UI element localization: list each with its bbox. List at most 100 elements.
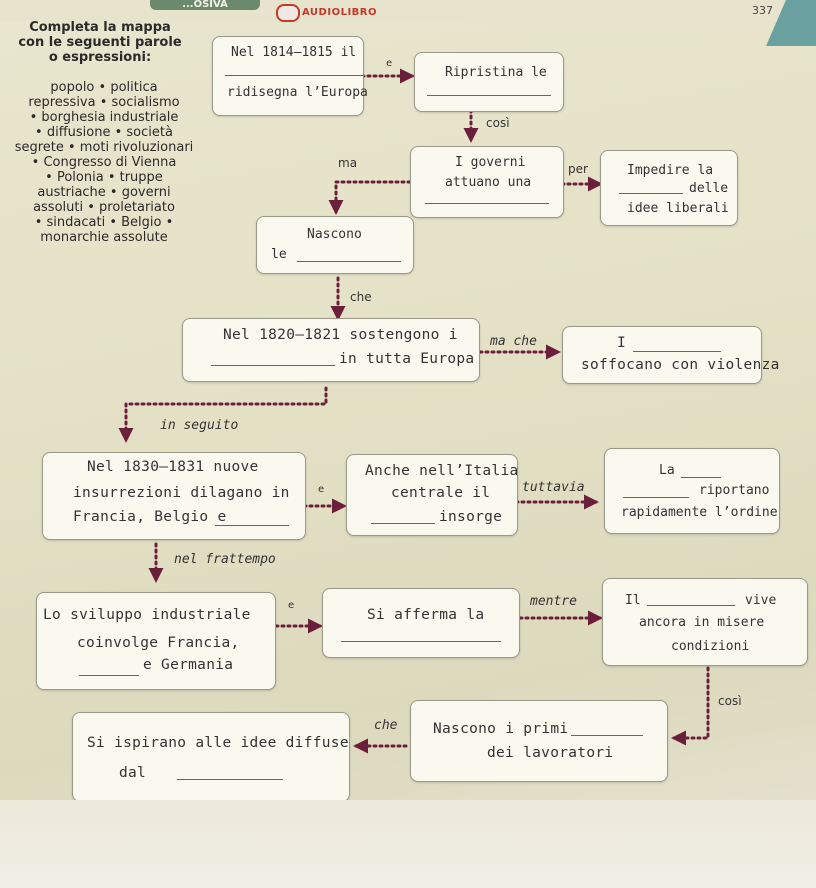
box-text: in tutta Europa (339, 351, 475, 367)
box-text: idee liberali (627, 201, 729, 216)
connector-label: e (386, 58, 393, 69)
box-text: Si afferma la (367, 607, 485, 623)
box-governments: I governi attuano una (410, 146, 564, 218)
page-bottom (0, 800, 816, 888)
connector-label: che (350, 290, 372, 304)
connector-label: ma che (490, 334, 537, 349)
connector-label: così (718, 694, 742, 708)
box-restore: Ripristina le (414, 52, 564, 112)
box-misery: Il vive ancora in misere condizioni (602, 578, 808, 666)
word-bank-line: • borghesia industriale (29, 110, 179, 125)
box-text: Il (625, 593, 641, 608)
blank-field[interactable] (341, 641, 501, 642)
arrow-b6-b8 (118, 386, 328, 443)
instructions: Completa la mappa con le seguenti parole… (8, 20, 192, 65)
box-prevent: Impedire la delle idee liberali (600, 150, 738, 226)
blank-field[interactable] (177, 779, 283, 780)
box-text: dal (119, 765, 147, 781)
box-text: le (271, 247, 287, 262)
box-text: Lo sviluppo industriale (43, 607, 251, 623)
box-text: La (659, 463, 675, 478)
connector-label: che (374, 718, 398, 733)
connector-label: per (568, 162, 588, 176)
box-text: coinvolge Francia, (77, 635, 240, 651)
page-number: 337 (752, 4, 773, 17)
blank-field[interactable] (427, 95, 551, 96)
connector-label: e (318, 484, 325, 495)
connector-label: così (486, 116, 510, 130)
box-text: Nel 1814–1815 il (231, 45, 357, 60)
connector-label: ma (338, 156, 358, 170)
box-text: Ripristina le (445, 65, 547, 80)
word-bank-line: repressiva • socialismo (28, 95, 180, 110)
box-central-italy: Anche nell’Italia centrale il insorge (346, 454, 518, 536)
box-text: Nascono (307, 227, 362, 242)
box-text: Nel 1820–1821 sostengono i (223, 327, 458, 343)
blank-field[interactable] (215, 525, 289, 526)
box-restore-order: La riportano rapidamente l’ordine (604, 448, 780, 534)
word-bank-line: assoluti • proletariato (33, 200, 175, 215)
audiobook-icon[interactable] (276, 4, 300, 22)
box-industrial-development: Lo sviluppo industriale coinvolge Franci… (36, 592, 276, 690)
box-text: centrale il (391, 485, 491, 501)
connector-label: mentre (530, 594, 577, 609)
blank-field[interactable] (571, 735, 643, 736)
instructions-line-2: con le seguenti parole (18, 35, 182, 50)
blank-field[interactable] (633, 351, 721, 352)
blank-field[interactable] (297, 261, 401, 262)
connector-label: nel frattempo (174, 552, 276, 567)
blank-field[interactable] (623, 497, 689, 498)
word-bank-line: • Polonia • truppe (45, 170, 163, 185)
word-bank-line: segrete • moti rivoluzionari (14, 140, 194, 155)
box-text: I governi (455, 155, 526, 170)
box-text: Francia, Belgio e (73, 509, 227, 525)
blank-field[interactable] (425, 203, 549, 204)
box-text: insorge (439, 509, 503, 525)
box-suppress: I soffocano con violenza (562, 326, 779, 384)
box-text: rapidamente l’ordine (621, 505, 778, 520)
box-text: condizioni (671, 639, 750, 654)
box-text: soffocano con violenza (581, 357, 780, 373)
box-text: ridisegna l’Europa (227, 85, 368, 100)
box-text: I (617, 335, 627, 351)
connector-label: e (288, 600, 295, 611)
blank-field[interactable] (79, 675, 139, 676)
box-text: Nel 1830–1831 nuove (87, 459, 259, 475)
blank-field[interactable] (619, 193, 683, 194)
box-text: ancora in misere (639, 615, 765, 630)
arrow-b13-b14 (671, 666, 710, 746)
box-text: riportano (699, 483, 770, 498)
box-text: Anche nell’Italia (365, 463, 519, 479)
word-bank: popolo • politica repressiva • socialism… (4, 80, 204, 245)
instructions-line-1: Completa la mappa (29, 20, 171, 35)
box-text: attuano una (445, 175, 532, 190)
blank-field[interactable] (211, 365, 335, 366)
box-1820-1821: Nel 1820–1821 sostengono i in tutta Euro… (182, 318, 480, 382)
box-text: Impedire la (627, 163, 714, 178)
instructions-line-3: o espressioni: (48, 50, 152, 65)
box-text: Si ispirano alle idee diffuse (87, 735, 349, 751)
box-text: Nascono i primi (433, 721, 569, 737)
section-tab: ...OSIVA (150, 0, 260, 10)
blank-field[interactable] (681, 477, 721, 478)
box-1830-1831: Nel 1830–1831 nuove insurrezioni dilagan… (42, 452, 306, 540)
box-text: e Germania (143, 657, 234, 673)
blank-field[interactable] (225, 75, 365, 76)
word-bank-line: popolo • politica (50, 80, 158, 95)
word-bank-line: • Congresso di Vienna (31, 155, 177, 170)
box-first-unions: Nascono i primi dei lavoratori (410, 700, 668, 782)
arrow-split (328, 180, 412, 215)
box-congress: Nel 1814–1815 il ridisegna l’Europa (212, 36, 368, 116)
audiobook-label[interactable]: AUDIOLIBRO (302, 7, 377, 18)
blank-field[interactable] (647, 605, 735, 606)
box-text: vive (745, 593, 777, 608)
word-bank-line: austriache • governi (37, 185, 171, 200)
box-text: delle (689, 181, 729, 196)
word-bank-line: monarchie assolute (40, 230, 168, 245)
connector-label: tuttavia (522, 480, 585, 495)
box-text: insurrezioni dilagano in (73, 485, 290, 501)
blank-field[interactable] (371, 523, 435, 524)
box-born-societies: Nascono le (256, 216, 414, 274)
connector-label: in seguito (160, 418, 239, 433)
